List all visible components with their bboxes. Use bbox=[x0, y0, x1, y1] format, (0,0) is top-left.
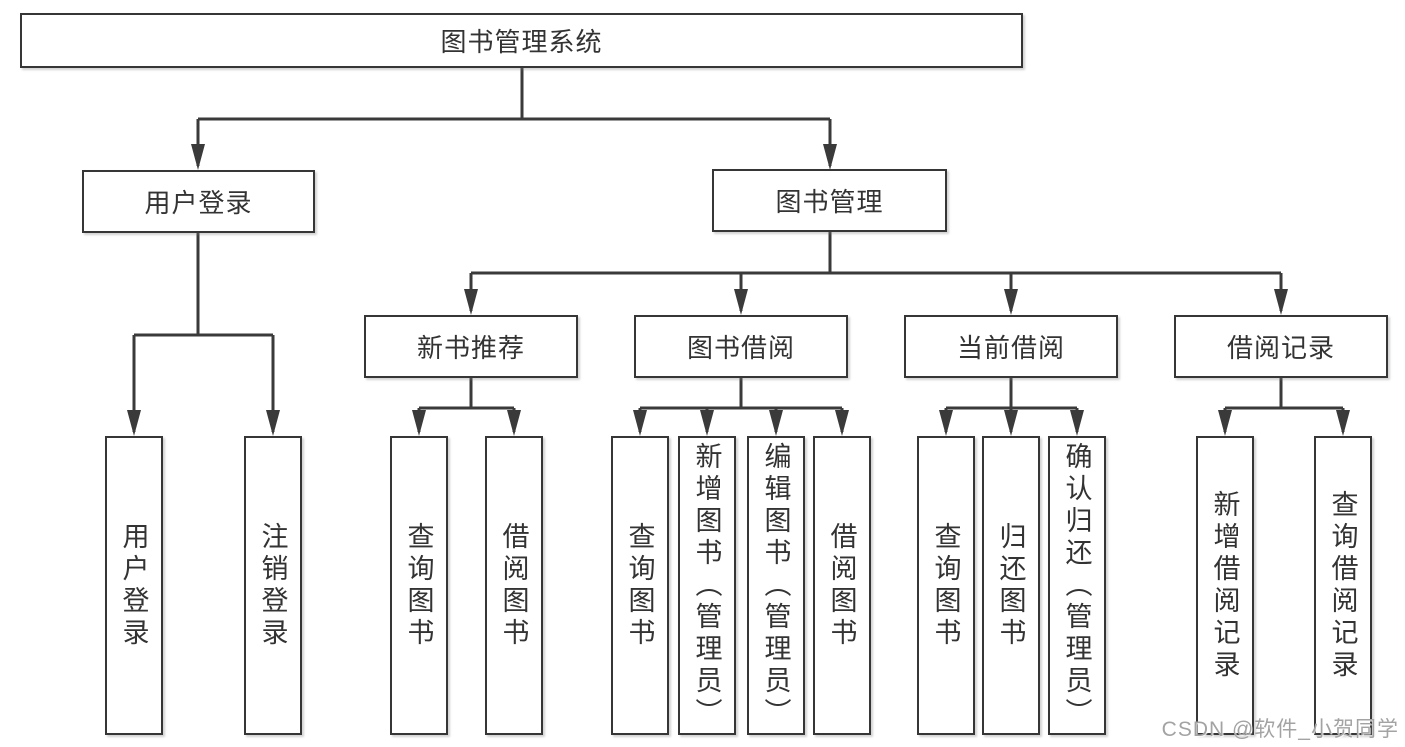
leaf-label: 查询图书 bbox=[403, 521, 434, 650]
node-book-borrow: 图书借阅 bbox=[634, 315, 848, 378]
leaf-add-borrow-record: 新增借阅记录 bbox=[1196, 436, 1254, 735]
node-label: 图书管理 bbox=[775, 187, 884, 217]
connector-borrow-to-leaves bbox=[638, 378, 844, 432]
leaf-label: 确认归还（管理员） bbox=[1061, 441, 1092, 730]
arrowhead-icon bbox=[266, 410, 280, 436]
node-label: 借阅记录 bbox=[1226, 333, 1335, 363]
leaf-label: 借阅图书 bbox=[826, 521, 857, 650]
arrowhead-icon bbox=[191, 144, 205, 170]
leaf-label: 编辑图书（管理员） bbox=[760, 441, 791, 730]
connector-user-to-leaves bbox=[132, 233, 275, 432]
node-label: 图书管理系统 bbox=[440, 27, 603, 57]
connector-newbook-to-leaves bbox=[417, 378, 516, 432]
leaf-label: 查询图书 bbox=[624, 521, 655, 650]
leaf-query-books-newbook: 查询图书 bbox=[390, 436, 448, 735]
leaf-label: 归还图书 bbox=[995, 521, 1026, 650]
arrowhead-icon bbox=[1336, 410, 1350, 436]
leaf-label: 借阅图书 bbox=[498, 521, 529, 650]
csdn-watermark: CSDN @软件_小贺同学 bbox=[1161, 718, 1399, 741]
arrowhead-icon bbox=[1004, 289, 1018, 315]
node-label: 新书推荐 bbox=[416, 333, 525, 363]
node-new-book-recommend: 新书推荐 bbox=[364, 315, 578, 378]
arrowhead-icon bbox=[633, 410, 647, 436]
node-borrow-records: 借阅记录 bbox=[1174, 315, 1388, 378]
arrowhead-icon bbox=[412, 410, 426, 436]
leaf-query-books-borrow: 查询图书 bbox=[611, 436, 669, 735]
arrowhead-icon bbox=[769, 410, 783, 436]
node-library-management-system: 图书管理系统 bbox=[20, 13, 1023, 68]
leaf-query-books-current: 查询图书 bbox=[917, 436, 975, 735]
leaf-label: 查询图书 bbox=[930, 521, 961, 650]
arrowhead-icon bbox=[1004, 410, 1018, 436]
leaf-label: 用户登录 bbox=[118, 521, 149, 650]
arrowhead-icon bbox=[734, 289, 748, 315]
arrowhead-icon bbox=[507, 410, 521, 436]
node-label: 图书借阅 bbox=[686, 333, 795, 363]
leaf-borrow-books-newbook: 借阅图书 bbox=[485, 436, 543, 735]
arrowhead-icon bbox=[700, 410, 714, 436]
leaf-edit-books-admin: 编辑图书（管理员） bbox=[747, 436, 805, 735]
connector-book-to-level3 bbox=[469, 232, 1283, 311]
arrowhead-icon bbox=[939, 410, 953, 436]
node-book-management: 图书管理 bbox=[712, 169, 947, 232]
leaf-logout: 注销登录 bbox=[244, 436, 302, 735]
leaf-query-borrow-record: 查询借阅记录 bbox=[1314, 436, 1372, 735]
leaf-return-books: 归还图书 bbox=[982, 436, 1040, 735]
leaf-user-login: 用户登录 bbox=[105, 436, 163, 735]
node-label: 用户登录 bbox=[144, 188, 253, 218]
leaf-add-books-admin: 新增图书（管理员） bbox=[678, 436, 736, 735]
arrowhead-icon bbox=[1070, 410, 1084, 436]
node-label: 当前借阅 bbox=[956, 333, 1065, 363]
arrowhead-icon bbox=[1218, 410, 1232, 436]
leaf-label: 新增图书（管理员） bbox=[691, 441, 722, 730]
leaf-borrow-books: 借阅图书 bbox=[813, 436, 871, 735]
arrowhead-icon bbox=[127, 410, 141, 436]
arrowhead-icon bbox=[835, 410, 849, 436]
connector-root-to-level2 bbox=[196, 66, 832, 166]
arrowhead-icon bbox=[1274, 289, 1288, 315]
arrowhead-icon bbox=[823, 144, 837, 170]
node-user-login: 用户登录 bbox=[82, 170, 315, 233]
connector-records-to-leaves bbox=[1223, 378, 1345, 432]
leaf-label: 注销登录 bbox=[257, 521, 288, 650]
connector-current-to-leaves bbox=[944, 378, 1079, 432]
leaf-label: 新增借阅记录 bbox=[1209, 489, 1240, 682]
leaf-label: 查询借阅记录 bbox=[1327, 489, 1358, 682]
leaf-confirm-return-admin: 确认归还（管理员） bbox=[1048, 436, 1106, 735]
arrowhead-icon bbox=[464, 289, 478, 315]
node-current-borrow: 当前借阅 bbox=[904, 315, 1118, 378]
